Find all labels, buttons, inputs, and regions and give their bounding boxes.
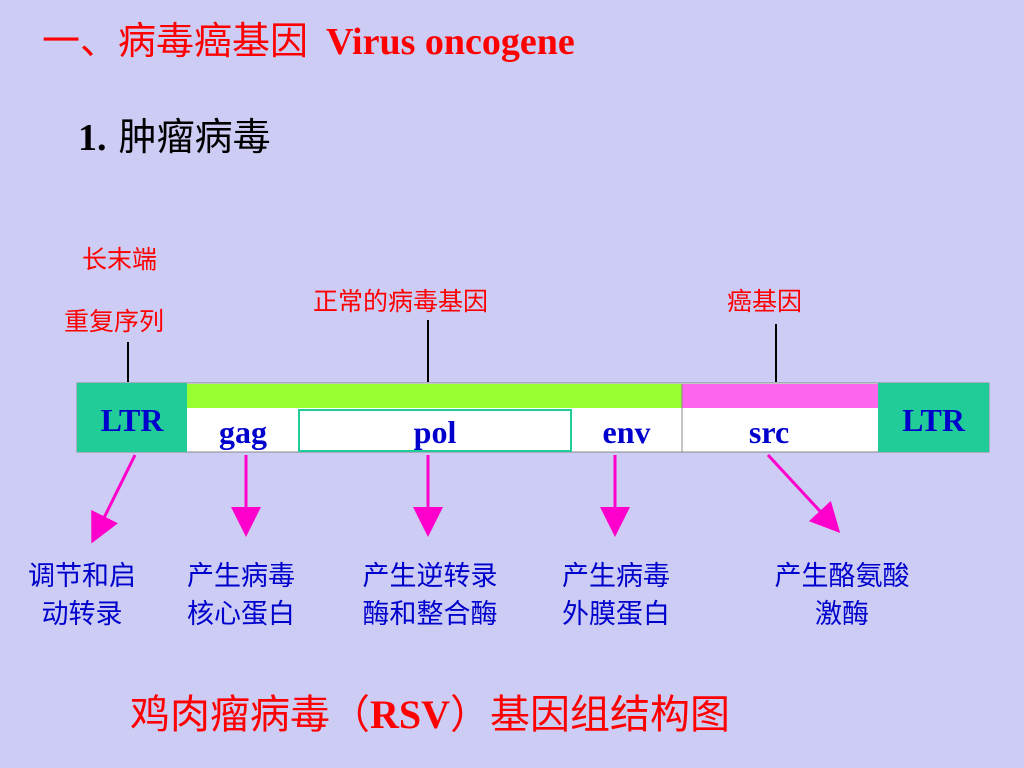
normal-genes-bar — [187, 384, 682, 408]
ltr-left-label: LTR — [100, 402, 164, 438]
gag-label: gag — [219, 414, 267, 450]
src-label: src — [748, 414, 790, 450]
oncogene-label: 癌基因 — [727, 287, 803, 316]
section-number: 1. — [78, 117, 107, 159]
normal-genes-label: 正常的病毒基因 — [313, 287, 489, 316]
ltr-description: 调节和启动转录 — [28, 561, 136, 630]
ltr-arrow — [91, 454, 137, 544]
env-description: 产生病毒外膜蛋白 — [562, 561, 670, 630]
page-title: 一、病毒癌基因 Virus oncogene — [42, 10, 575, 65]
ltr-label-line2: 重复序列 — [64, 307, 165, 336]
pol-description: 产生逆转录酶和整合酶 — [362, 561, 498, 630]
section-title: 肿瘤病毒 — [118, 115, 271, 159]
src-bar — [682, 384, 878, 408]
ltr-right-label: LTR — [902, 402, 965, 438]
ltr-label-line1: 长末端 — [82, 245, 158, 274]
src-description: 产生酪氨酸激酶 — [774, 561, 910, 630]
section-heading: 1. 肿瘤病毒 — [78, 106, 271, 161]
pol-box — [298, 409, 572, 452]
src-arrow — [766, 453, 841, 534]
title-chinese: 一、病毒癌基因 — [42, 19, 309, 63]
pol-label: pol — [413, 414, 457, 450]
title-english: Virus oncogene — [326, 21, 575, 63]
gag-description: 产生病毒核心蛋白 — [187, 561, 295, 630]
env-label: env — [602, 414, 651, 450]
ltr-right-block — [878, 383, 989, 452]
ltr-left-block — [77, 383, 187, 452]
diagram-caption: 鸡肉瘤病毒（RSV）基因组结构图 — [130, 692, 731, 738]
